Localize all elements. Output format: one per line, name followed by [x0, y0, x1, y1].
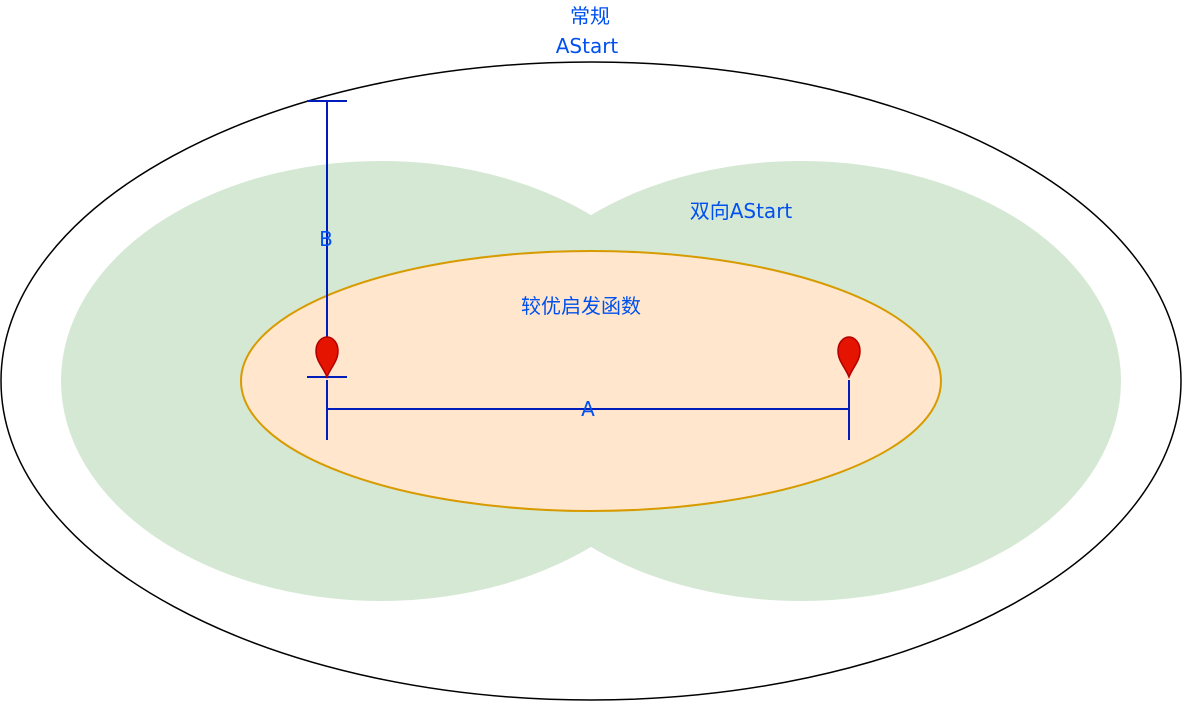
measure-b-label: B [319, 227, 333, 251]
bidirectional-astar-label: 双向AStart [690, 199, 793, 223]
regular-astar-label-line2: AStart [556, 34, 619, 58]
measure-a-label: A [581, 397, 595, 421]
start-map-pin-icon [315, 336, 339, 380]
measure-a [326, 380, 850, 440]
better-heuristic-region [240, 250, 942, 512]
regular-astar-label-line1: 常规 [570, 4, 610, 28]
goal-map-pin-icon [837, 336, 861, 380]
better-heuristic-label: 较优启发函数 [521, 294, 641, 318]
